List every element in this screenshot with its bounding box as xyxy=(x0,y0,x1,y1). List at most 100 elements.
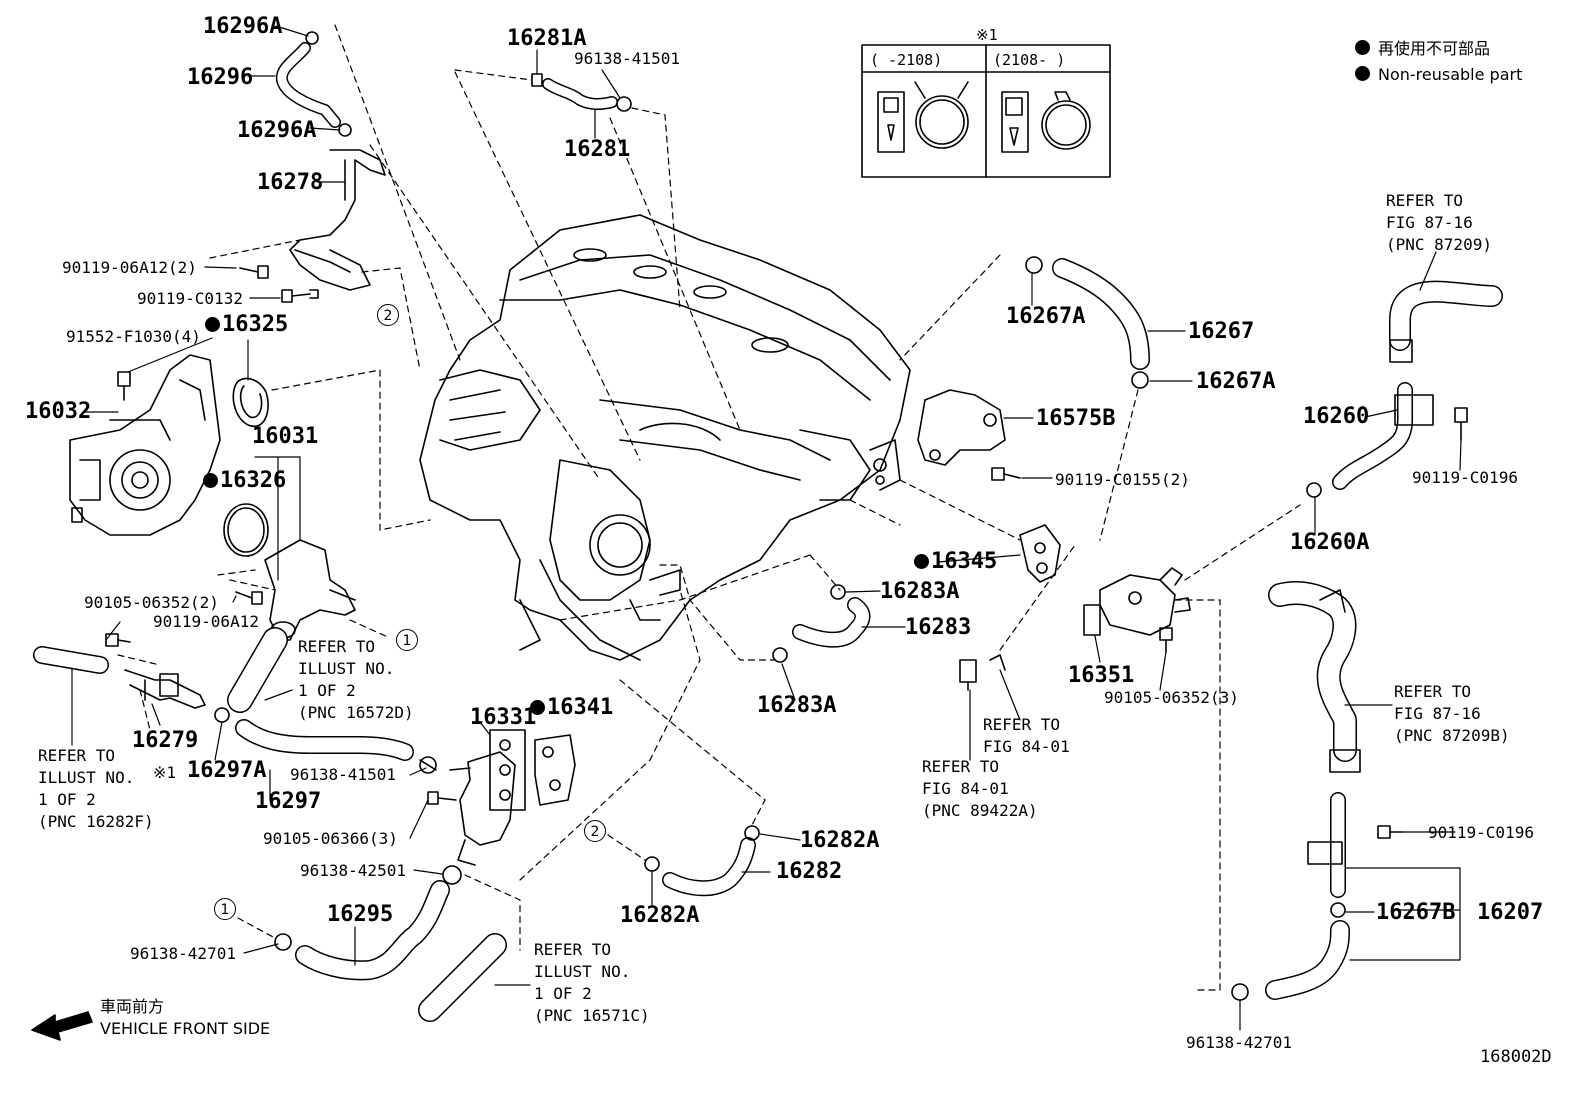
inset-mark: ※1 xyxy=(976,26,998,44)
part-label-90105-06352-2[interactable]: 90105-06352(2) xyxy=(84,593,219,612)
part-label-16295[interactable]: 16295 xyxy=(327,902,394,927)
part-label-16267A[interactable]: 16267A xyxy=(1006,304,1086,329)
non-reusable-dot xyxy=(203,473,218,488)
part-label-90119-C0196-upper[interactable]: 90119-C0196 xyxy=(1412,468,1518,487)
bolt-90105-06352-drawing xyxy=(235,591,263,605)
part-label-16575B[interactable]: 16575B xyxy=(1036,406,1116,431)
part-label-16341[interactable]: 16341 xyxy=(530,697,613,719)
part-label-96138-42501[interactable]: 96138-42501 xyxy=(300,861,406,880)
bolt-90105-06352-3-drawing xyxy=(1159,627,1173,653)
note-refer-illust-16572D[interactable]: REFER TO ILLUST NO. 1 OF 2 (PNC 16572D) xyxy=(298,636,414,724)
part-label-90105-06366[interactable]: 90105-06366(3) xyxy=(263,829,398,848)
part-label-16351[interactable]: 16351 xyxy=(1068,663,1135,688)
gasket-16341-drawing xyxy=(534,734,576,806)
part-label-16282A-lower[interactable]: 16282A xyxy=(620,903,700,928)
part-label-16267A-lower[interactable]: 16267A xyxy=(1196,369,1276,394)
hose-16282F-drawing xyxy=(33,646,109,674)
part-label-96138-42701-left[interactable]: 96138-42701 xyxy=(130,944,236,963)
legend-dot xyxy=(1355,40,1370,55)
note-line: FIG 84-01 xyxy=(922,779,1009,798)
circle-ref-1-lower: 1 xyxy=(214,898,236,920)
note-refer-fig-87-16-87209[interactable]: REFER TO FIG 87-16 (PNC 87209) xyxy=(1386,190,1492,256)
part-label-16032[interactable]: 16032 xyxy=(25,399,92,424)
gasket-16345-drawing xyxy=(1019,524,1061,583)
part-label-90119-06A12-2[interactable]: 90119-06A12(2) xyxy=(62,258,197,277)
part-label-16345[interactable]: 16345 xyxy=(914,551,997,573)
front-label-en: VEHICLE FRONT SIDE xyxy=(100,1019,271,1038)
pipe-16207-drawing xyxy=(1307,792,1346,898)
mark-1-label: ※1 xyxy=(153,763,177,782)
part-label-90105-06352-3[interactable]: 90105-06352(3) xyxy=(1104,688,1239,707)
part-label-16281[interactable]: 16281 xyxy=(564,137,631,162)
note-refer-fig-87-16-87209B[interactable]: REFER TO FIG 87-16 (PNC 87209B) xyxy=(1394,681,1510,747)
engine-block-drawing xyxy=(419,214,911,661)
hose-16267B-drawing xyxy=(1265,920,1350,1000)
thermostat-housing-16331-drawing xyxy=(449,729,526,866)
part-label-96138-42701-right[interactable]: 96138-42701 xyxy=(1186,1033,1292,1052)
note-line: FIG 84-01 xyxy=(983,737,1070,756)
legend-text-en: Non-reusable part xyxy=(1378,65,1523,84)
part-label-16279[interactable]: 16279 xyxy=(132,728,199,753)
part-label-16282[interactable]: 16282 xyxy=(776,859,843,884)
hose-16572D-drawing xyxy=(227,627,288,713)
legend-item-jp: 再使用不可部品 xyxy=(1355,36,1522,62)
circle-ref-1-upper: 1 xyxy=(396,629,418,651)
part-label-16283A[interactable]: 16283A xyxy=(880,579,960,604)
part-label-90119-C0132[interactable]: 90119-C0132 xyxy=(137,289,243,308)
part-label-16283A-lower[interactable]: 16283A xyxy=(757,693,837,718)
part-label-16031[interactable]: 16031 xyxy=(252,424,319,449)
part-label-16282A[interactable]: 16282A xyxy=(800,828,880,853)
part-label-16296A[interactable]: 16296A xyxy=(203,14,283,39)
bolt-90105-06366-drawing xyxy=(427,791,457,805)
note-refer-illust-16571C[interactable]: REFER TO ILLUST NO. 1 OF 2 (PNC 16571C) xyxy=(534,939,650,1027)
part-label-90119-C0196-lower[interactable]: 90119-C0196 xyxy=(1428,823,1534,842)
hose-16295-drawing xyxy=(274,880,450,981)
part-label-16296[interactable]: 16296 xyxy=(187,65,254,90)
part-label-16283[interactable]: 16283 xyxy=(905,615,972,640)
part-label-16260A[interactable]: 16260A xyxy=(1290,530,1370,555)
note-line: REFER TO xyxy=(38,746,116,765)
non-reusable-dot xyxy=(205,317,220,332)
diagram-id: 168002D xyxy=(1480,1047,1552,1067)
part-label-16297A[interactable]: 16297A xyxy=(187,758,267,783)
non-reusable-dot xyxy=(530,700,545,715)
part-number-16345: 16345 xyxy=(931,549,998,574)
circle-ref-2-lower: 2 xyxy=(584,820,606,842)
oring-16326-drawing xyxy=(223,503,269,557)
clamp-96138-42701-b-drawing xyxy=(1231,983,1249,1001)
part-label-16325[interactable]: 16325 xyxy=(205,314,288,336)
part-label-90119-06A12[interactable]: 90119-06A12 xyxy=(153,612,259,631)
part-label-16260[interactable]: 16260 xyxy=(1303,404,1370,429)
part-label-16297[interactable]: 16297 xyxy=(255,789,322,814)
note-line: (PNC 87209B) xyxy=(1394,726,1510,745)
note-line: REFER TO xyxy=(534,940,612,959)
hose-16571C-drawing xyxy=(418,933,507,1022)
part-label-16326[interactable]: 16326 xyxy=(203,470,286,492)
legend-dot xyxy=(1355,66,1370,81)
part-label-16207[interactable]: 16207 xyxy=(1477,900,1544,925)
part-label-16267[interactable]: 16267 xyxy=(1188,319,1255,344)
note-line: (PNC 16282F) xyxy=(38,812,154,831)
note-refer-fig-84-01[interactable]: REFER TO FIG 84-01 xyxy=(983,714,1070,758)
part-label-16331[interactable]: 16331 xyxy=(470,705,537,730)
inset-col-after-2108: (2108- ) xyxy=(993,51,1066,69)
front-label-jp: 車両前方 xyxy=(100,997,165,1016)
part-label-91552-F1030[interactable]: 91552-F1030(4) xyxy=(66,327,201,346)
note-line: 1 OF 2 xyxy=(38,790,96,809)
note-refer-illust-16282F[interactable]: REFER TO ILLUST NO. 1 OF 2 (PNC 16282F) xyxy=(38,745,154,833)
part-label-16267B[interactable]: 16267B xyxy=(1376,900,1456,925)
part-label-16281A[interactable]: 16281A xyxy=(507,26,587,51)
part-number-16341: 16341 xyxy=(547,695,614,720)
inset-box-drawing xyxy=(861,44,1111,178)
part-label-90119-C0155[interactable]: 90119-C0155(2) xyxy=(1055,470,1190,489)
part-label-96138-41501-lower[interactable]: 96138-41501 xyxy=(290,765,396,784)
part-label-96138-41501-upper[interactable]: 96138-41501 xyxy=(574,49,680,68)
pipe-16278-drawing xyxy=(289,149,386,291)
note-refer-fig-84-01-89422A[interactable]: REFER TO FIG 84-01 (PNC 89422A) xyxy=(922,756,1038,822)
water-pump-16032-drawing xyxy=(69,354,221,536)
part-label-16296A-lower[interactable]: 16296A xyxy=(237,118,317,143)
hose-87209-drawing xyxy=(1389,280,1503,363)
part-label-16278[interactable]: 16278 xyxy=(257,170,324,195)
